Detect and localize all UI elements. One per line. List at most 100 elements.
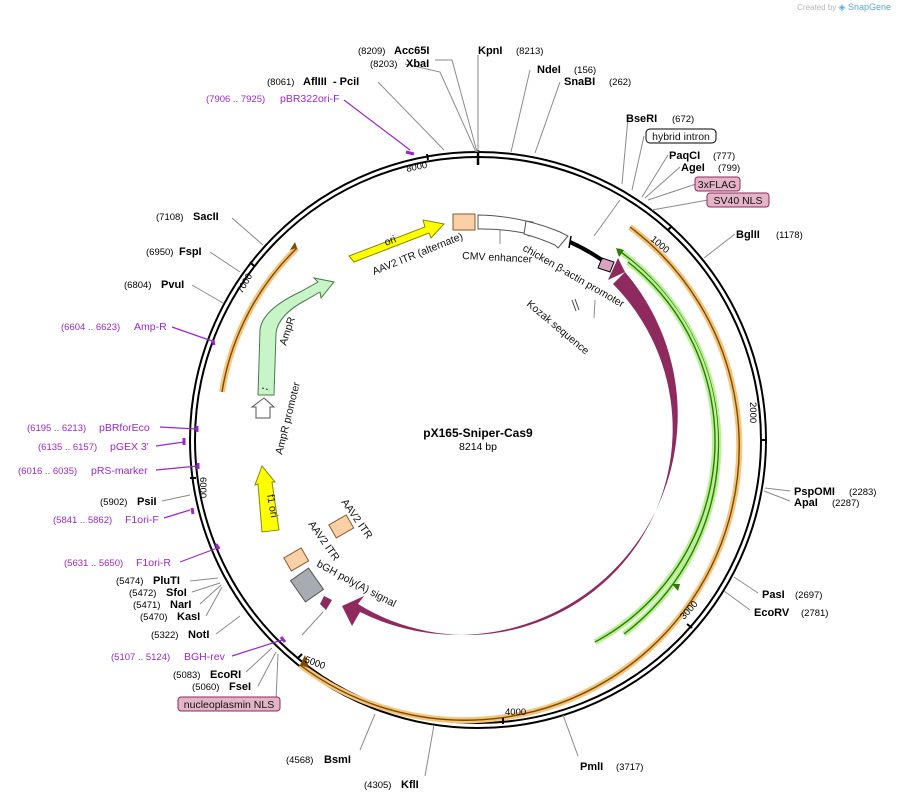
site-agei-pos: (799) (718, 163, 740, 174)
f1-ori-feature[interactable] (254, 465, 280, 533)
label-ampr-promoter: AmpR promoter (273, 380, 303, 455)
site-snabi-pos: (262) (609, 77, 631, 88)
tick-2000: 2000 (747, 402, 758, 423)
sv40-box[interactable] (706, 192, 770, 208)
leader-psppomi (764, 487, 791, 492)
cba-promoter-feature[interactable] (523, 220, 569, 249)
ampr-feature[interactable] (257, 277, 335, 396)
bgh-polya-feature[interactable] (289, 567, 325, 603)
tick-mark-8000 (426, 153, 429, 161)
site-sfoi-pos: (5472) (129, 588, 156, 599)
leader-agei (644, 166, 681, 199)
leader-kfli (424, 724, 435, 777)
site-acc65i-pos: (8209) (358, 46, 385, 57)
leader-sv40 (651, 199, 709, 211)
leader-lines (161, 55, 791, 777)
site-noti: NotI (188, 629, 209, 641)
orf-green-2-arrowhead (672, 584, 680, 591)
leader-fspi (209, 251, 241, 273)
primer-f1orif: F1ori-F (125, 514, 159, 526)
site-pvui: PvuI (161, 279, 184, 291)
primer-pgex-range: (6135 .. 6157) (38, 442, 97, 453)
primer-f1orir-range: (5631 .. 5650) (64, 558, 123, 569)
leader-nari (199, 584, 222, 605)
credit-brand: SnapGene (847, 2, 891, 12)
ampr-promoter-feature[interactable] (250, 397, 276, 419)
cba-promoter-bar[interactable] (569, 240, 604, 262)
primer-pbrforeco: pBRforEco (99, 422, 150, 434)
cmv-enhancer-feature[interactable] (477, 214, 534, 237)
itr-feature-2[interactable] (283, 547, 310, 572)
tick-6000: 6000 (197, 477, 208, 498)
leader-sacii (231, 217, 264, 246)
site-paqci-pos: (777) (713, 151, 735, 162)
label-kozak: Kozak sequence (524, 298, 591, 357)
primer-bghrev: BGH-rev (184, 651, 226, 663)
primer-pbr322ori-f: pBR322ori-F (280, 93, 340, 105)
leader-3xflag (647, 183, 697, 201)
cba-start-tick (568, 235, 572, 249)
primer-mark-1 (405, 150, 415, 156)
site-bsmi: BsmI (324, 754, 351, 766)
nucleoplasmin-nls-feature[interactable] (320, 596, 332, 610)
site-paqci: PaqCI (669, 150, 700, 162)
label-sv40: SV40 NLS (713, 195, 762, 207)
site-afliii-pos: (8061) (267, 77, 294, 88)
site-noti-pos: (5322) (151, 630, 178, 641)
site-apai-pos: (2287) (832, 498, 859, 509)
flag-box[interactable] (694, 176, 741, 192)
primer-bghrev-range: (5107 .. 5124) (111, 652, 170, 663)
leader-pmli (562, 714, 579, 757)
site-pasi-pos: (2697) (795, 590, 822, 601)
snapgene-logo: ◈ SnapGene (838, 2, 891, 12)
leader-nucleoplasmin (275, 653, 279, 701)
leader-apai (763, 490, 791, 502)
leader-bglii (703, 233, 736, 259)
site-pmli-pos: (3717) (616, 762, 643, 773)
site-sfoi: SfoI (166, 587, 187, 599)
site-ndei-pos: (156) (574, 65, 596, 76)
cas9-feature[interactable] (342, 272, 678, 635)
tick-8000: 8000 (405, 160, 428, 175)
site-pmli: PmlI (580, 761, 603, 773)
leader-pasi (733, 576, 759, 594)
ori-feature[interactable] (348, 219, 445, 263)
site-afliii: AflIII - PciI (303, 76, 359, 88)
site-fspi: FspI (179, 246, 202, 258)
orf-green-2 (594, 261, 716, 643)
itr-alt-feature[interactable] (452, 213, 476, 231)
primer-line-f1orif (163, 509, 191, 519)
site-bsmi-pos: (4568) (286, 755, 313, 766)
site-ndei: NdeI (537, 64, 561, 76)
site-psppomi: PspOMI (794, 486, 835, 498)
site-ecori-pos: (5083) (173, 670, 200, 681)
leader-psii (161, 494, 191, 502)
primer-line-f1orir (179, 546, 221, 563)
nucleoplasmin-box[interactable] (177, 696, 281, 712)
primer-line-prs (155, 465, 199, 471)
orf-cas9-outer (299, 226, 740, 721)
tick-mark-1000 (667, 225, 673, 231)
leader-noti (215, 615, 241, 635)
site-nari: NarI (170, 599, 191, 611)
orf-outer-arrowhead (300, 655, 309, 668)
primer-pgex: pGEX 3' (110, 441, 149, 453)
itr-feature-1[interactable] (328, 514, 355, 539)
leader-acc65i (435, 59, 478, 153)
primer-mark-8 (279, 636, 287, 643)
primer-mark-2 (211, 339, 216, 346)
site-kpni-pos: (8213) (516, 46, 543, 57)
leader-snabi (534, 81, 561, 154)
tick-7000: 7000 (235, 272, 255, 296)
tick-mark-3000 (686, 623, 693, 629)
primer-mark-7 (214, 543, 221, 550)
tick-mark-5000 (297, 653, 303, 659)
flag-nls-feature[interactable] (597, 257, 615, 273)
leader-xbai (404, 63, 477, 153)
snapgene-credit: Created by ◈ SnapGene (797, 2, 891, 13)
primer-marks (182, 150, 415, 643)
primer-pbrforeco-range: (6195 .. 6213) (27, 423, 86, 434)
leader-afliii (377, 81, 445, 151)
hybrid-intron-box[interactable] (645, 128, 717, 144)
